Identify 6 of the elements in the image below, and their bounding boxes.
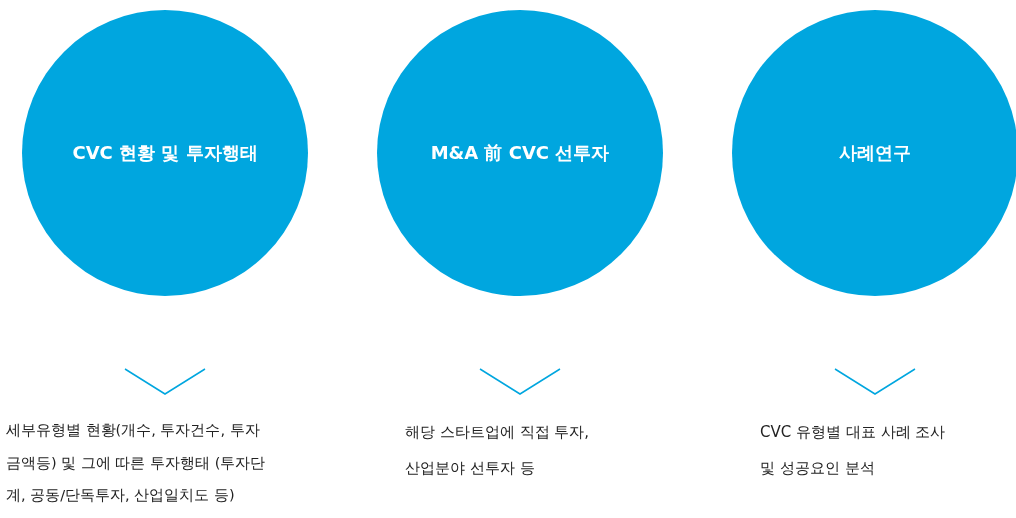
description-text: CVC 유형별 대표 사례 조사 및 성공요인 분석 <box>760 422 947 479</box>
description-text: 해당 스타트업에 직접 투자, 산업분야 선투자 등 <box>405 422 591 479</box>
circle-label: CVC 현황 및 투자행태 <box>72 141 258 165</box>
description-text: 세부유형별 현황(개수, 투자건수, 투자금액등) 및 그에 따른 투자행태 (투자단계, 공동/단독투자, 산업일치도 등) <box>6 421 267 505</box>
circle-label: 사례연구 <box>839 141 911 165</box>
circle-label: M&A 前 CVC 선투자 <box>430 141 610 165</box>
